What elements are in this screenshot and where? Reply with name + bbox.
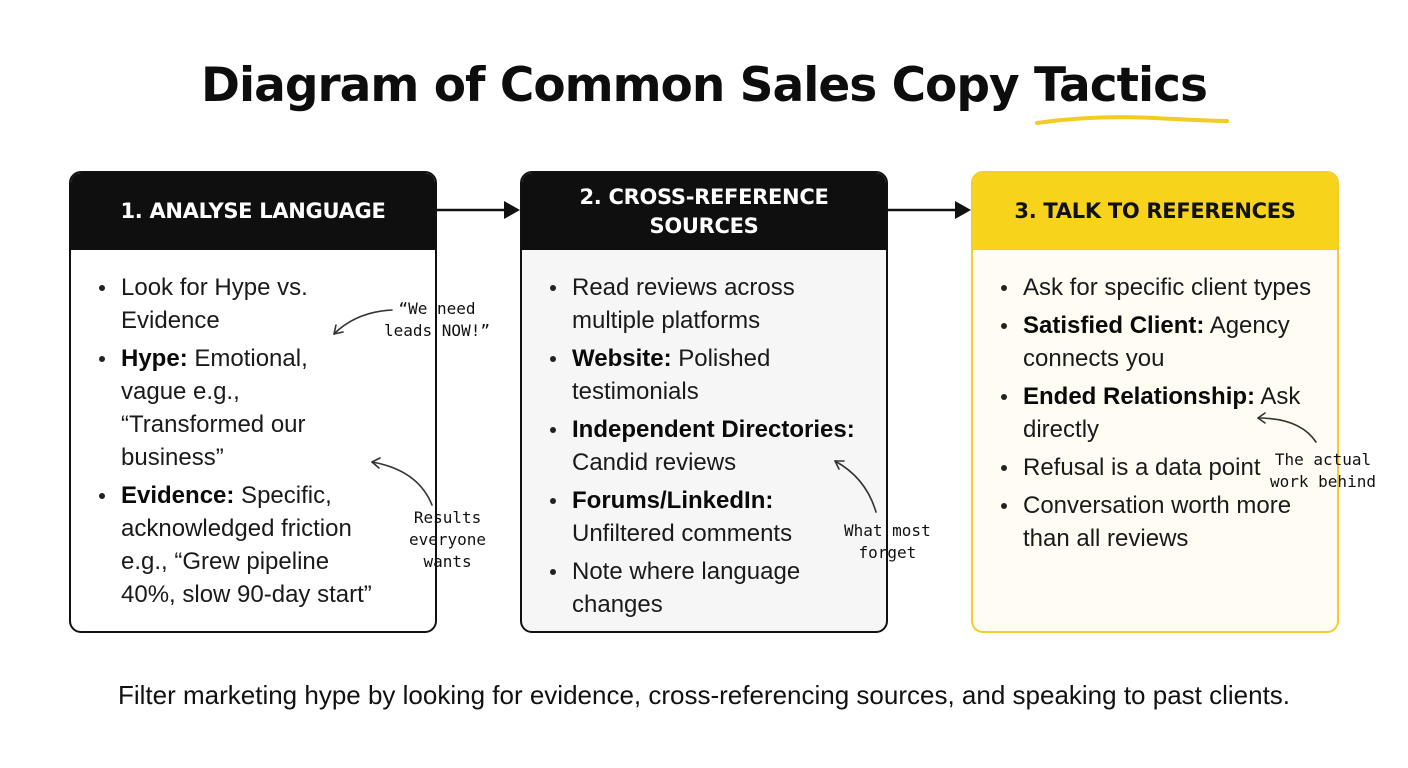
list-item: Ended Relationship: Ask directly [1001, 380, 1321, 446]
bullet-list: Look for Hype vs. Evidence Hype: Emotion… [99, 271, 375, 616]
list-item: Conversation worth more than all reviews [1001, 489, 1321, 555]
list-item: Independent Directories: Candid reviews [550, 413, 870, 479]
list-item: Hype: Emotional, vague e.g., “Transforme… [99, 342, 375, 474]
list-item: Look for Hype vs. Evidence [99, 271, 375, 337]
list-item: Forums/LinkedIn: Unfiltered comments [550, 484, 870, 550]
bullet-list: Read reviews across multiple platforms W… [550, 271, 870, 626]
card-talk-to-references: 3. TALK TO REFERENCES Ask for specific c… [971, 171, 1339, 633]
title-underline [1035, 115, 1229, 125]
card-header: 3. TALK TO REFERENCES [973, 173, 1337, 250]
arrow-card1-to-card2 [437, 201, 520, 219]
list-item: Website: Polished testimonials [550, 342, 870, 408]
list-item: Note where language changes [550, 555, 870, 621]
page-title: Diagram of Common Sales Copy Tactics [201, 58, 1208, 113]
list-item: Satisfied Client: Agency connects you [1001, 309, 1321, 375]
bullet-list: Ask for specific client types Satisfied … [1001, 271, 1321, 560]
arrow-card2-to-card3 [888, 201, 971, 219]
card-header: 1. ANALYSE LANGUAGE [71, 173, 435, 250]
card-analyse-language: 1. ANALYSE LANGUAGE Look for Hype vs. Ev… [69, 171, 437, 633]
list-item: Refusal is a data point [1001, 451, 1321, 484]
list-item: Evidence: Specific, acknowledged frictio… [99, 479, 375, 611]
list-item: Ask for specific client types [1001, 271, 1321, 304]
caption: Filter marketing hype by looking for evi… [117, 680, 1291, 710]
list-item: Read reviews across multiple platforms [550, 271, 870, 337]
card-cross-reference-sources: 2. CROSS-REFERENCE SOURCES Read reviews … [520, 171, 888, 633]
card-header: 2. CROSS-REFERENCE SOURCES [522, 173, 886, 250]
